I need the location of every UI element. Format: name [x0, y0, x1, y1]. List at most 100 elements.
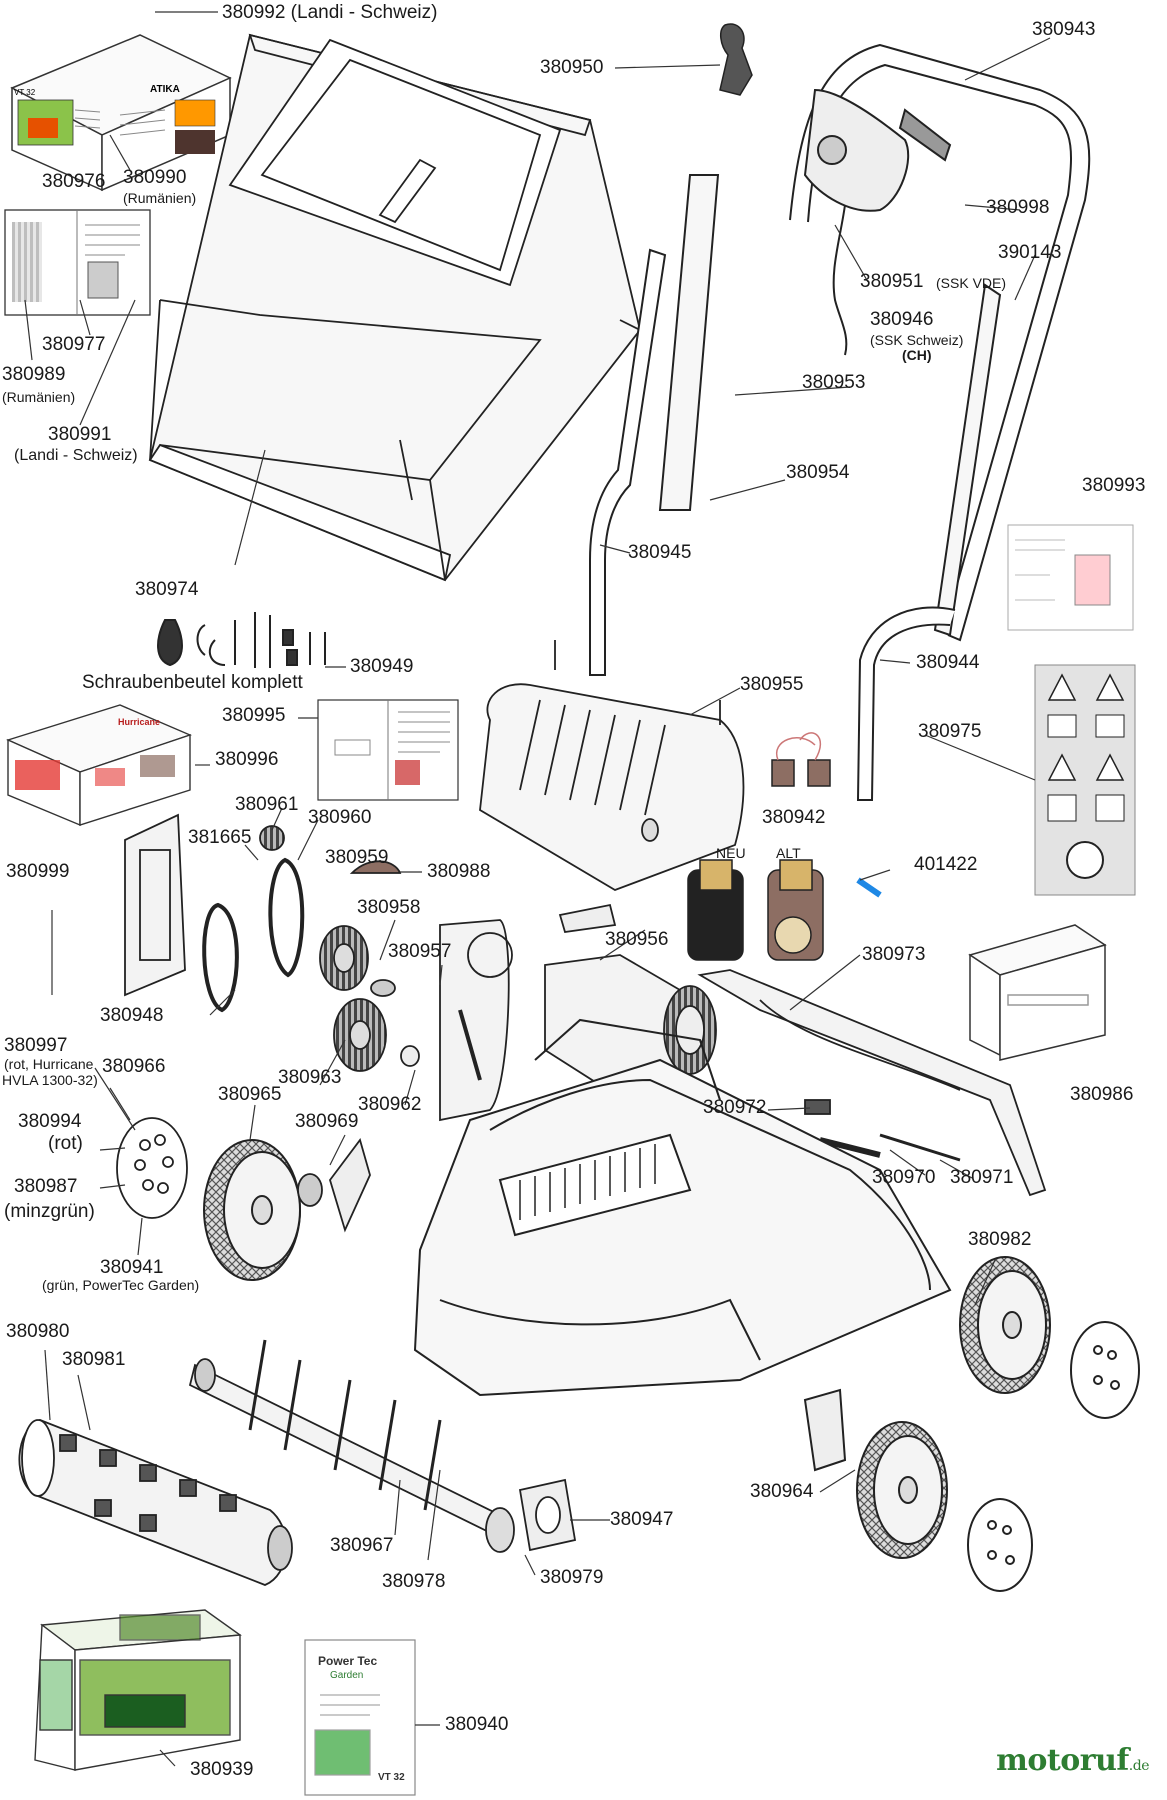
label-380999: 380999 [6, 861, 70, 882]
label-380943: 380943 [1032, 19, 1096, 40]
label-380987: 380987 [14, 1176, 78, 1197]
product-box-380986 [968, 924, 1107, 1061]
label-380954: 380954 [786, 462, 850, 483]
brand-logo: motoruf.de [996, 1743, 1149, 1778]
label-380973: 380973 [862, 944, 926, 965]
product-box-380996: Hurricane [6, 704, 192, 827]
label-380958: 380958 [357, 897, 421, 918]
label-380961: 380961 [235, 794, 299, 815]
carbon-brushes-380942 [771, 732, 831, 787]
label-380975: 380975 [918, 721, 982, 742]
lower-handle-380945 [589, 174, 720, 676]
side-cover-380957 [439, 919, 513, 1122]
label-380955: 380955 [740, 674, 804, 695]
wheel-right-380964 [803, 1388, 1033, 1592]
label-380978: 380978 [382, 1571, 446, 1592]
label-380946-note1: (SSK Schweiz) [870, 332, 964, 348]
label-380992: 380992 (Landi - Schweiz) [222, 2, 438, 23]
label-380995: 380995 [222, 705, 286, 726]
part-380950 [719, 23, 753, 96]
label-380971: 380971 [950, 1167, 1014, 1188]
label-380949: 380949 [350, 656, 414, 677]
hub-cap-380966 [116, 1117, 188, 1219]
label-380980: 380980 [6, 1321, 70, 1342]
brand-name: motoruf [996, 1743, 1129, 1778]
scarifier-shaft-380967 [188, 1339, 515, 1553]
wheel-left-380965 [203, 1139, 301, 1281]
label-380987-note: (minzgrün) [4, 1201, 95, 1222]
label-380953: 380953 [802, 372, 866, 393]
manual-380995 [317, 699, 459, 801]
label-380981: 380981 [62, 1349, 126, 1370]
label-381665: 381665 [188, 827, 252, 848]
motor-cover-380955 [479, 640, 745, 891]
brand-tld: .de [1128, 1758, 1150, 1774]
label-380959: 380959 [325, 847, 389, 868]
height-adjuster-380969 [297, 1138, 371, 1233]
label-380986: 380986 [1070, 1084, 1134, 1105]
gear-plate-380948 [124, 813, 420, 1072]
label-401422: 401422 [914, 854, 978, 875]
manual-brand-text: Power Tec [318, 1654, 377, 1668]
screw-bag-380949 [157, 612, 326, 668]
label-380977: 380977 [42, 334, 106, 355]
label-380956: 380956 [605, 929, 669, 950]
upper-handle-380943 [789, 43, 1091, 642]
label-380939: 380939 [190, 1759, 254, 1780]
label-380989: 380989 [2, 364, 66, 385]
label-380993: 380993 [1082, 475, 1146, 496]
box-hurricane-text: Hurricane [118, 717, 160, 727]
label-380951: 380951 [860, 271, 924, 292]
box-model-text: VT 32 [14, 88, 36, 97]
wheel-right-380982 [959, 1256, 1140, 1419]
label-380948: 380948 [100, 1005, 164, 1026]
manual-380977 [4, 209, 151, 316]
label-380969: 380969 [295, 1111, 359, 1132]
product-box-380976: ATIKA VT 32 [10, 34, 232, 192]
label-380963: 380963 [278, 1067, 342, 1088]
label-380950: 380950 [540, 57, 604, 78]
label-380941: 380941 [100, 1257, 164, 1278]
label-380994: 380994 [18, 1111, 82, 1132]
label-380991: 380991 [48, 424, 112, 445]
label-380976: 380976 [42, 171, 106, 192]
label-380979: 380979 [540, 1567, 604, 1588]
label-380988: 380988 [427, 861, 491, 882]
manual-380940: Power Tec Garden VT 32 [304, 1639, 416, 1796]
label-380970: 380970 [872, 1167, 936, 1188]
box-brand-text: ATIKA [150, 84, 180, 95]
label-380989-note: (Rumänien) [2, 389, 76, 405]
label-380990-note: (Rumänien) [123, 190, 197, 206]
label-380997-note2: HVLA 1300-32) [2, 1072, 98, 1088]
label-380996: 380996 [215, 749, 279, 770]
label-380990: 380990 [123, 167, 187, 188]
label-380994-note: (rot) [48, 1133, 83, 1154]
label-380982: 380982 [968, 1229, 1032, 1250]
label-380974: 380974 [135, 579, 199, 600]
bearing-block-380947 [518, 1478, 577, 1552]
spring-tine-roller-380980 [18, 1419, 293, 1586]
main-deck [413, 1018, 952, 1397]
label-380951-note: (SSK VDE) [936, 275, 1007, 291]
label-380940: 380940 [445, 1714, 509, 1735]
small-parts-380970-380972 [804, 1099, 961, 1162]
label-380944: 380944 [916, 652, 980, 673]
label-380957: 380957 [388, 941, 452, 962]
label-390143: 390143 [998, 242, 1062, 263]
label-380998: 380998 [986, 197, 1050, 218]
lever-380973 [697, 969, 1047, 1197]
label-380991-note: (Landi - Schweiz) [14, 447, 138, 464]
label-380945: 380945 [628, 542, 692, 563]
label-alt: ALT [776, 845, 801, 861]
manual-model-text: VT 32 [378, 1772, 405, 1783]
label-380941-note: (grün, PowerTec Garden) [42, 1277, 200, 1293]
label-380997: 380997 [4, 1035, 68, 1056]
motor-new-old [687, 859, 882, 961]
label-380946: 380946 [870, 309, 934, 330]
product-box-380939 [34, 1609, 242, 1771]
label-380962: 380962 [358, 1094, 422, 1115]
warning-sticker-380975 [1034, 664, 1136, 896]
manual-380993 [1007, 524, 1134, 631]
label-380967: 380967 [330, 1535, 394, 1556]
leader-lines [24, 11, 1051, 1767]
